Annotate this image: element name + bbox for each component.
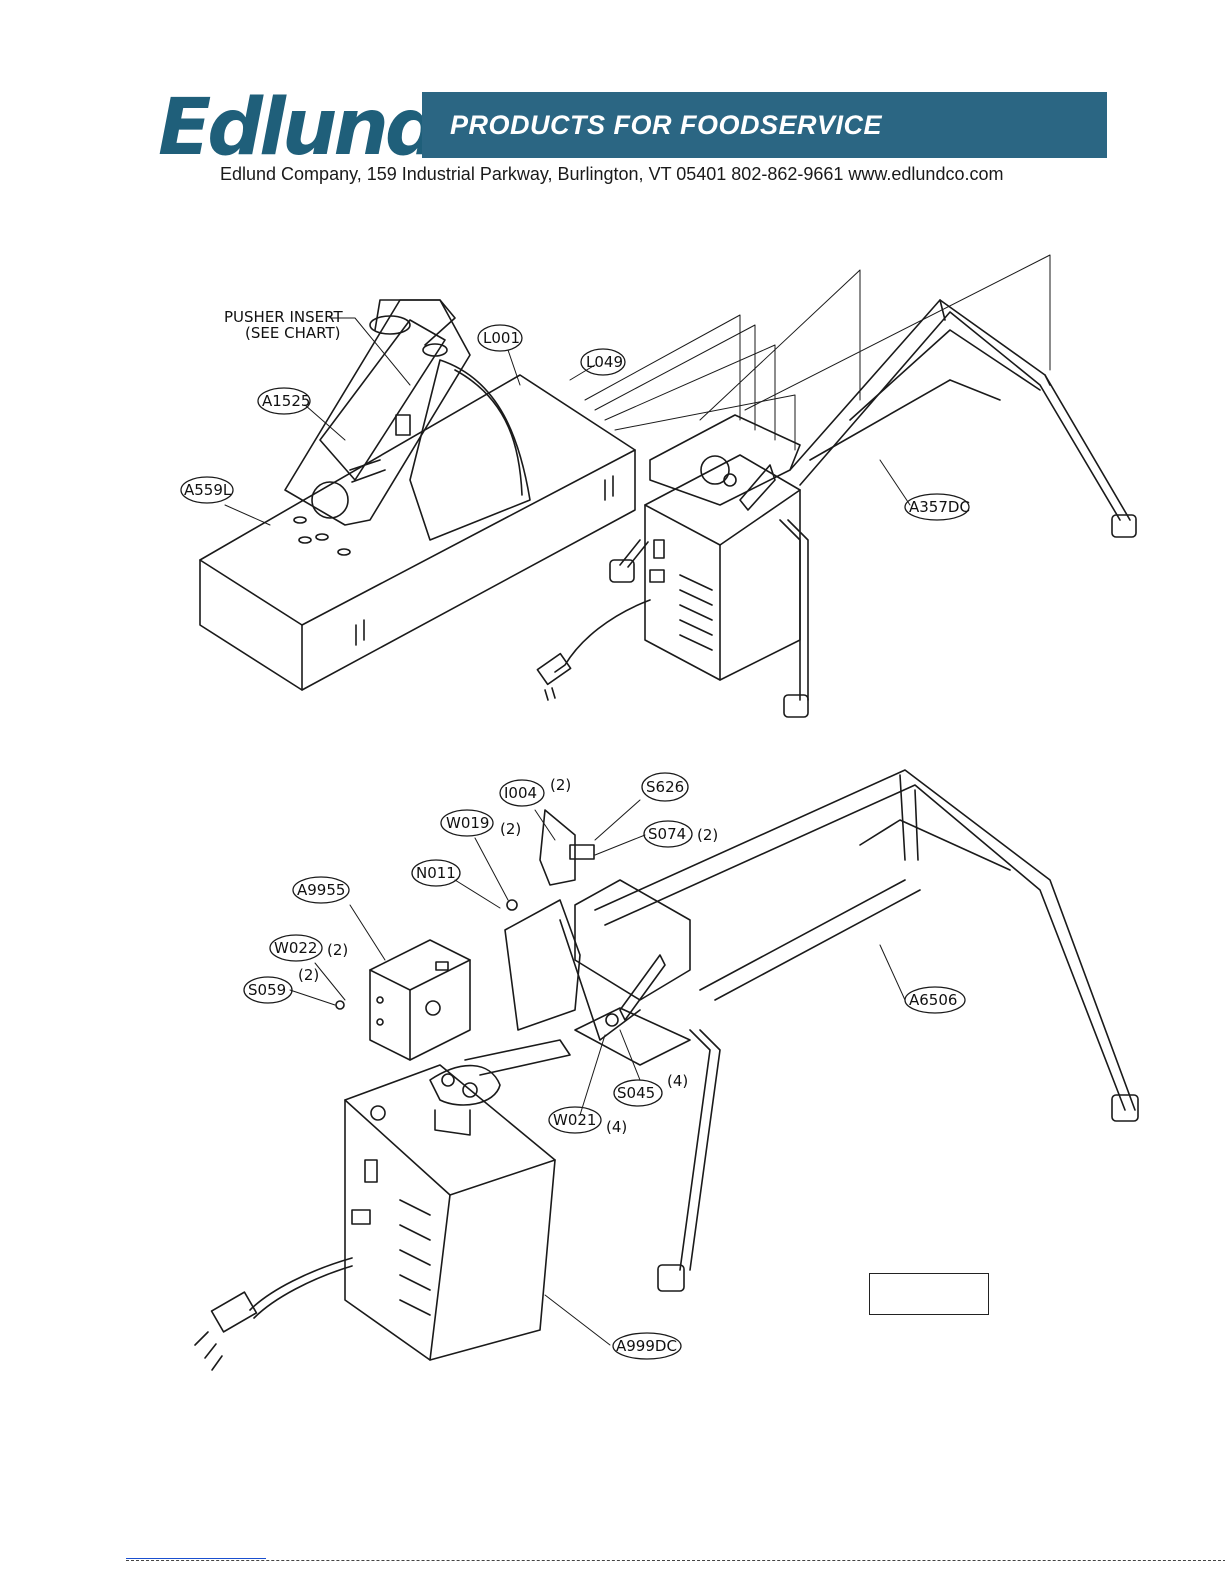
callout-W019: W019 — [446, 814, 489, 832]
callout-A9955: A9955 — [297, 881, 345, 899]
leg-frame-top-drawing — [610, 300, 1136, 717]
callout-N011: N011 — [416, 864, 456, 882]
base-tray-drawing — [200, 375, 635, 690]
callout-L049: L049 — [586, 353, 623, 371]
qty-W021: (4) — [606, 1118, 627, 1136]
motor-housing-bottom-drawing — [195, 1065, 555, 1370]
callout-A559L: A559L — [184, 481, 232, 499]
bracket-parts-drawing — [505, 810, 690, 1065]
qty-S045: (4) — [667, 1072, 688, 1090]
qty-S074: (2) — [697, 826, 718, 844]
qty-I004: (2) — [550, 776, 571, 794]
callout-A1525: A1525 — [262, 392, 310, 410]
callout-S045: S045 — [617, 1084, 655, 1102]
callout-W022: W022 — [274, 939, 317, 957]
leader-lines — [225, 318, 910, 1345]
footer-link-underline[interactable] — [126, 1558, 266, 1559]
label-see-chart: (SEE CHART) — [245, 324, 340, 342]
callout-A6506: A6506 — [909, 991, 957, 1009]
leg-frame-bottom-drawing — [595, 770, 1138, 1291]
exploded-lines-top — [585, 255, 1050, 450]
blank-label-box — [869, 1273, 989, 1315]
motor-housing-top-drawing — [537, 415, 800, 700]
cover-drawing — [336, 940, 470, 1060]
callout-A999DC: A999DC — [616, 1337, 677, 1355]
callout-L001: L001 — [483, 329, 520, 347]
callout-S626: S626 — [646, 778, 684, 796]
callout-W021: W021 — [553, 1111, 596, 1129]
callout-S059: S059 — [248, 981, 286, 999]
qty-S059: (2) — [298, 966, 319, 984]
callout-A357DC: A357DC — [909, 498, 970, 516]
callout-S074: S074 — [648, 825, 686, 843]
callout-I004: I004 — [504, 784, 537, 802]
qty-W022: (2) — [327, 941, 348, 959]
footer-divider — [126, 1560, 1225, 1561]
qty-W019: (2) — [500, 820, 521, 838]
